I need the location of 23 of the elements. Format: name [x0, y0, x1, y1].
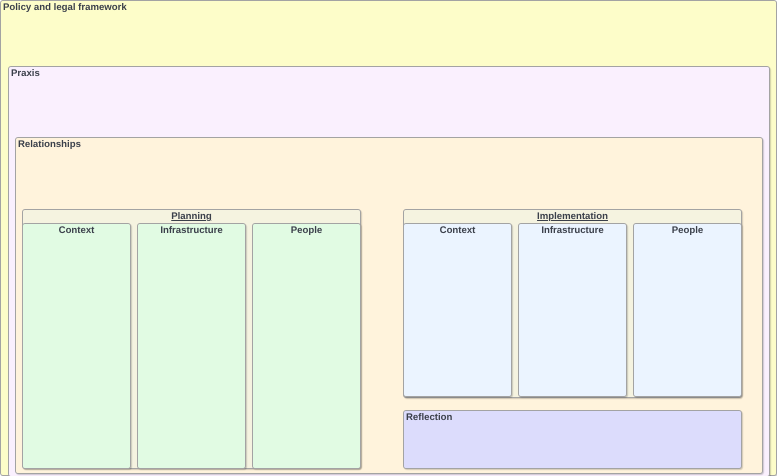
phase-title: Implementation: [536, 211, 609, 222]
reflection-panel: [403, 410, 742, 469]
column-heading: Infrastructure: [540, 225, 605, 236]
panel-title: Reflection: [406, 412, 452, 423]
panel-title: Policy and legal framework: [3, 2, 127, 13]
relationships-panel: [15, 137, 763, 474]
column-panel: [22, 223, 131, 469]
panel-title: Praxis: [11, 68, 40, 79]
column-panel: [633, 223, 742, 397]
column-panel: [403, 223, 512, 397]
phase-panel: [22, 209, 361, 469]
column-heading: People: [290, 225, 324, 236]
column-heading: Infrastructure: [159, 225, 224, 236]
column-heading: Context: [58, 225, 96, 236]
column-panel: [252, 223, 361, 469]
column-panel: [518, 223, 627, 397]
panel-title: Relationships: [18, 139, 81, 150]
column-panel: [137, 223, 246, 469]
phase-panel: [403, 209, 742, 398]
column-heading: People: [670, 225, 704, 236]
column-heading: Context: [438, 225, 476, 236]
praxis-panel: [8, 66, 770, 476]
phase-title: Planning: [170, 211, 213, 222]
